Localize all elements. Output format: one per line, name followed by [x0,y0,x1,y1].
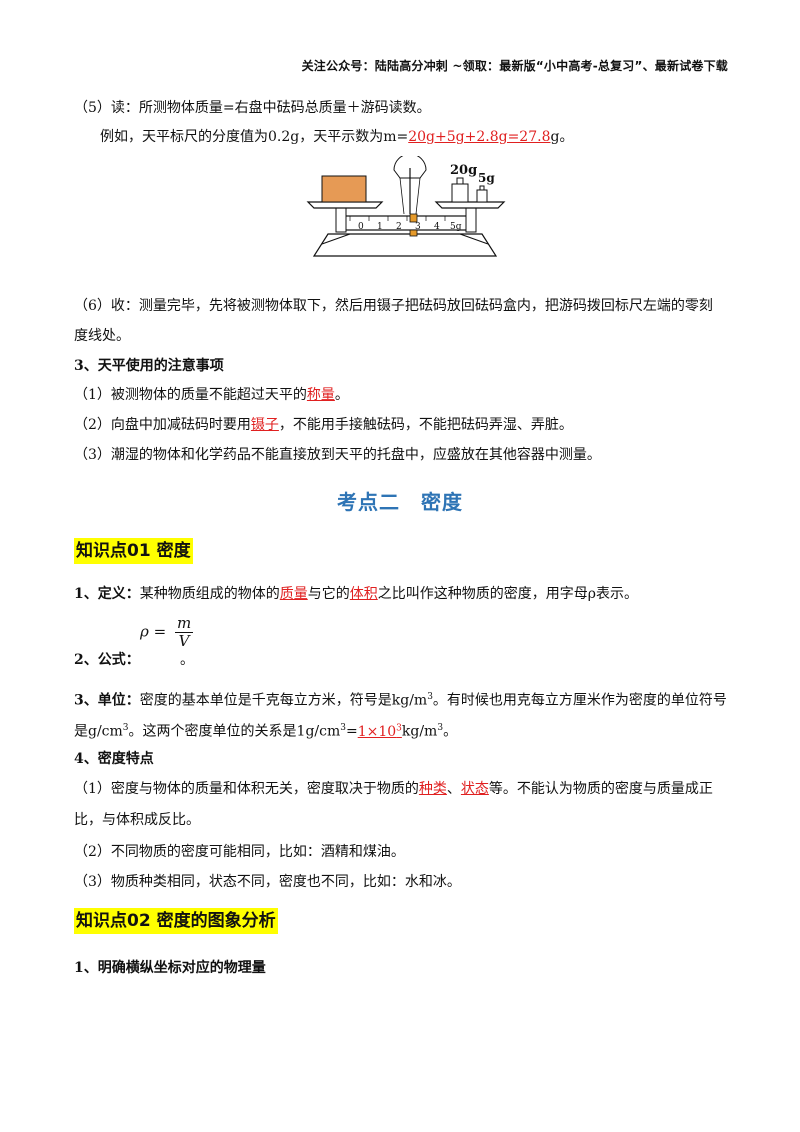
scale-label-3: 3 [415,222,421,232]
example-unit: g。 [550,129,574,145]
definition-end: 之比叫作这种物质的密度，用字母ρ表示。 [377,586,638,602]
formula-fraction: m V [174,614,194,650]
unit-text-2: 是g/cm [74,723,123,740]
unit-line-2: 是g/cm3。这两个密度单位的关系是1g/cm3=1×103kg/m3。 [74,718,457,742]
definition-mid: 与它的 [307,586,350,602]
unit-sup-1: 3 [427,692,433,702]
notes-title: 3、天平使用的注意事项 [74,358,224,374]
balance-illustration: 0 1 2 3 4 5g 20g 5g [306,156,506,257]
scale-label-5g: 5g [450,222,462,232]
scale-label-1: 1 [377,222,383,232]
feature-1-line2: 比，与体积成反比。 [74,812,200,828]
page-header: 关注公众号：陆陆高分冲刺 ~领取：最新版“小中高考-总复习”、最新试卷下载 [301,59,728,73]
formula-end: 。 [180,652,194,668]
note-2-end: ，不能用手接触砝码，不能把砝码弄湿、弄脏。 [278,417,573,433]
unit-eq: = [345,723,358,740]
feature-1-answer-kind: 种类 [418,781,447,797]
unit-text-1-end: 。有时候也用克每立方厘米作为密度的单位符号 [432,692,727,709]
unit-label: 3、单位： [74,692,140,709]
density-formula: ρ = m V [140,614,194,650]
scale-label-4: 4 [434,222,440,232]
unit-answer-exp: 3 [396,723,402,733]
rider-weight [409,213,418,223]
formula-lhs: ρ = [140,622,167,641]
graph-item-1: 1、明确横纵坐标对应的物理量 [74,960,266,976]
scale-label-2: 2 [396,222,402,232]
definition-answer-mass: 质量 [279,586,308,602]
formula-denominator: V [178,632,190,650]
definition-label: 1、定义： [74,586,140,602]
formula-label: 2、公式： [74,652,140,668]
feature-3: （3）物质种类相同，状态不同，密度也不同，比如：水和冰。 [74,874,461,890]
features-title: 4、密度特点 [74,751,154,767]
measured-object [321,175,367,203]
note-2-text: （2）向盘中加减砝码时要用 [74,417,251,433]
example-answer: 20g+5g+2.8g=27.8 [408,129,551,145]
unit-sup-2: 3 [122,723,129,733]
feature-2: （2）不同物质的密度可能相同，比如：酒精和煤油。 [74,844,405,860]
knowledge-point-02-title: 知识点02 密度的图象分析 [74,908,278,934]
feature-1-end: 等。不能认为物质的密度与质量成正 [488,781,713,797]
unit-text-2-post: kg/m [401,723,438,740]
step-6-line1: （6）收：测量完毕，先将被测物体取下，然后用镊子把砝码放回砝码盒内，把游码拨回标… [74,298,713,314]
step-6-line2: 度线处。 [74,328,130,344]
example-text: 例如，天平标尺的分度值为0.2g，天平示数为m= [100,129,409,145]
unit-text-2-mid: 。这两个密度单位的关系是1g/cm [128,723,341,740]
note-3: （3）潮湿的物体和化学药品不能直接放到天平的托盘中，应盛放在其他容器中测量。 [74,447,601,463]
weight-20g-label: 20g [450,163,477,178]
knowledge-point-01-title: 知识点01 密度 [74,538,193,564]
unit-answer: 1×103 [357,723,402,740]
left-pan [306,201,384,209]
unit-sup-3: 3 [340,723,346,733]
scale-ticks [349,216,446,221]
definition-line: 1、定义：某种物质组成的物体的质量与它的体积之比叫作这种物质的密度，用字母ρ表示… [74,584,638,604]
note-1-end: 。 [334,387,349,403]
note-1-answer: 称量 [306,387,335,403]
step-5-read: （5）读：所测物体质量=右盘中砝码总质量＋游码读数。 [74,100,431,116]
feature-1-answer-state: 状态 [460,781,489,797]
weight-5g-label: 5g [478,171,495,185]
example-line: 例如，天平标尺的分度值为0.2g，天平示数为m=20g+5g+2.8g=27.8… [100,127,573,147]
section-title: 考点二 密度 [337,490,463,514]
unit-sup-4: 3 [437,723,444,733]
definition-text: 某种物质组成的物体的 [139,586,280,602]
weight-5g [476,189,488,203]
feature-1-sep: 、 [446,781,461,797]
note-2: （2）向盘中加减砝码时要用镊子，不能用手接触砝码，不能把砝码弄湿、弄脏。 [74,415,573,435]
unit-line-1: 3、单位：密度的基本单位是千克每立方米，符号是kg/m3。有时候也用克每立方厘米… [74,687,727,711]
unit-answer-base: 1×10 [357,723,397,740]
note-2-answer: 镊子 [250,417,279,433]
right-pan [434,201,506,209]
feature-1: （1）密度与物体的质量和体积无关，密度取决于物质的种类、状态等。不能认为物质的密… [74,779,713,799]
note-1: （1）被测物体的质量不能超过天平的称量。 [74,385,349,405]
note-1-text: （1）被测物体的质量不能超过天平的 [74,387,307,403]
definition-answer-volume: 体积 [349,586,378,602]
feature-1-text: （1）密度与物体的质量和体积无关，密度取决于物质的 [74,781,419,797]
unit-text-1: 密度的基本单位是千克每立方米，符号是kg/m [139,692,428,709]
formula-numerator: m [174,614,194,633]
unit-text-2-end: 。 [443,723,458,740]
scale-label-0: 0 [358,222,364,232]
weight-20g [451,183,469,203]
